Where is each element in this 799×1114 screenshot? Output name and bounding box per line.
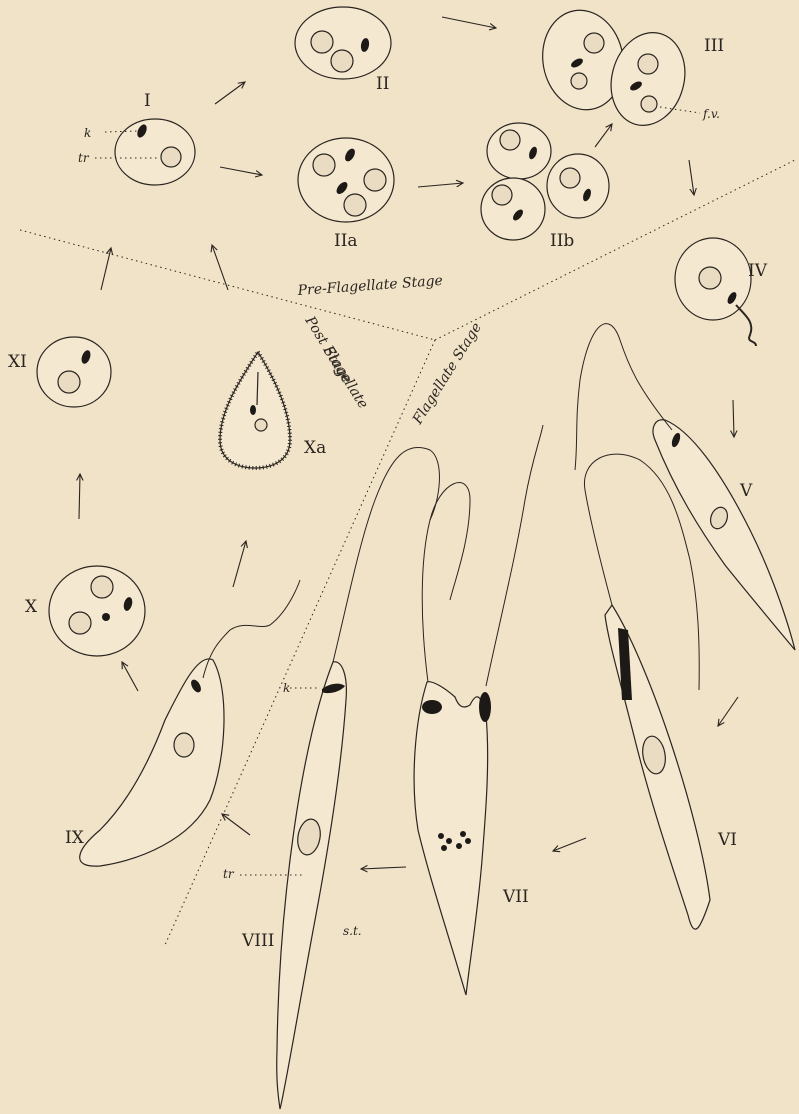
- figure-VIII-label: VIII: [241, 931, 274, 951]
- figure-VII-label: VII: [502, 887, 529, 907]
- figure-III-label: III: [704, 36, 724, 56]
- label-tr-bottom: tr: [223, 867, 235, 881]
- figure-XI-label: XI: [8, 352, 27, 372]
- figure-IIb-label: IIb: [550, 231, 574, 251]
- figure-II-cell: [295, 7, 391, 79]
- figure-IV-cell: [675, 238, 756, 346]
- figure-Xa-cyst: [220, 352, 290, 468]
- figure-VIII-cell: [240, 447, 439, 1109]
- figure-IV-label: IV: [748, 261, 768, 281]
- figure-II-label: II: [376, 74, 389, 94]
- label-k-top: k: [84, 126, 91, 140]
- figure-I-label: I: [144, 91, 151, 111]
- figure-IIb-cells: [481, 123, 609, 240]
- label-k-bottom: k: [283, 681, 290, 695]
- label-tr-top: tr: [78, 151, 90, 165]
- figure-V-cell: [575, 324, 795, 650]
- post-flagellate-stage-label-2: Stage: [320, 344, 355, 387]
- figure-I-cell: [95, 119, 195, 185]
- figure-VI-label: VI: [717, 830, 737, 850]
- figure-IIa-label: IIa: [334, 231, 358, 251]
- flagellate-stage-label: Flagellate Stage: [409, 320, 485, 428]
- figure-X-cell: [49, 566, 145, 656]
- label-fv: f.v.: [702, 107, 720, 121]
- figure-VII-cells: [414, 425, 543, 995]
- figure-XI-cell: [37, 337, 111, 407]
- figure-IIa-cell: [298, 138, 394, 222]
- pre-flagellate-stage-label: Pre-Flagellate Stage: [296, 273, 443, 299]
- figure-Xa-label: Xa: [304, 438, 326, 458]
- figure-IX-label: IX: [65, 828, 85, 848]
- label-st: s.t.: [343, 924, 362, 938]
- figure-VI-cell: [584, 454, 710, 929]
- figure-III-cells: [535, 4, 700, 134]
- figure-X-label: X: [25, 597, 38, 617]
- figure-V-label: V: [739, 481, 753, 501]
